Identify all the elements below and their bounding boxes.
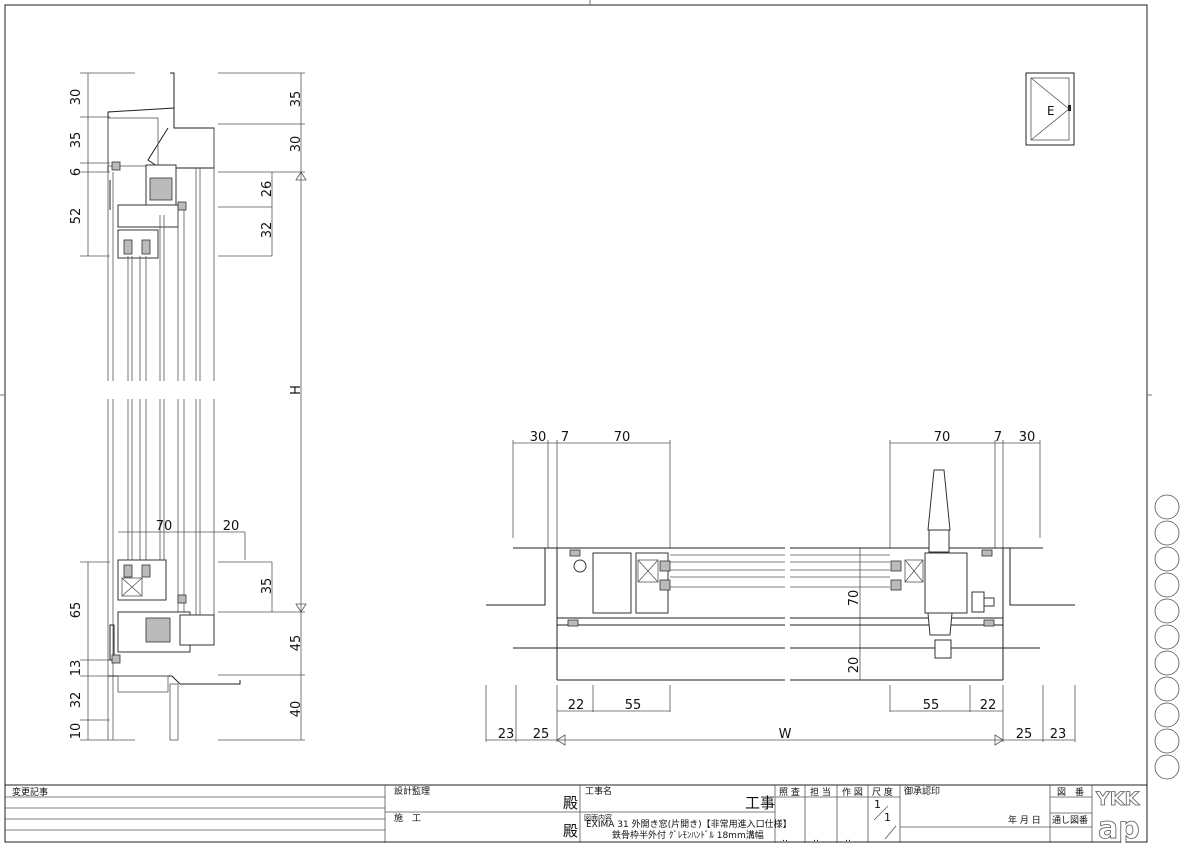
dim-plan-25-left: 25 xyxy=(533,727,550,742)
ykk-ap-logo: YKK ap xyxy=(1095,788,1141,843)
dim-inner-70: 70 xyxy=(156,519,173,534)
check-label: 照 査 xyxy=(779,786,800,798)
vertical-section: 30 35 6 52 65 13 32 10 35 30 26 32 H 35 … xyxy=(69,72,307,741)
dim-plan-70-left: 70 xyxy=(614,430,631,445)
charge-dots: ‥ xyxy=(813,834,819,843)
dim-plan-23-right: 23 xyxy=(1050,727,1067,742)
dim-plan-7-left: 7 xyxy=(561,430,569,445)
key-plan-label: E xyxy=(1047,104,1055,118)
dim-left-30: 30 xyxy=(69,89,84,106)
dim-left-52: 52 xyxy=(69,208,84,225)
svg-text:ap: ap xyxy=(1098,811,1140,843)
dim-plan-25-right: 25 xyxy=(1016,727,1033,742)
dim-left-6: 6 xyxy=(69,168,84,176)
dim-height-h: H xyxy=(289,385,304,395)
dim-plan-22-left: 22 xyxy=(568,698,585,713)
serial-no-label: 通し図番 xyxy=(1052,814,1088,826)
dim-left-65: 65 xyxy=(69,602,84,619)
project-suffix: 工事 xyxy=(745,794,775,812)
charge-label: 担 当 xyxy=(810,786,831,798)
project-name-label: 工事名 xyxy=(585,785,612,797)
horizontal-section: 30 7 70 70 7 30 22 55 55 22 23 25 W 25 2… xyxy=(485,430,1076,746)
dim-plan-20-vertical: 20 xyxy=(847,657,862,674)
dim-plan-30-right: 30 xyxy=(1019,430,1036,445)
dim-plan-23-left: 23 xyxy=(498,727,515,742)
dim-plan-30-left: 30 xyxy=(530,430,547,445)
key-plan-window-icon: E xyxy=(1025,72,1075,146)
dim-plan-70-vertical: 70 xyxy=(847,590,862,607)
date-label: 年 月 日 xyxy=(1008,814,1041,826)
dim-right-40: 40 xyxy=(289,701,304,718)
margin-circles xyxy=(1154,494,1180,780)
dim-right-35b: 35 xyxy=(260,578,275,595)
dim-right-35: 35 xyxy=(289,91,304,108)
drafting-label: 作 図 xyxy=(842,786,863,798)
dim-left-32: 32 xyxy=(69,692,84,709)
revision-label: 変更記事 xyxy=(12,786,48,798)
design-supervision-label: 設計監理 xyxy=(394,785,430,797)
approval-label: 御承認印 xyxy=(904,785,940,797)
scale-numerator: 1 xyxy=(874,798,881,811)
drafting-dots: ‥ xyxy=(845,834,851,843)
drawing-content-line2: 鉄骨枠半外付 ｸﾞﾚﾓﾝﾊﾝﾄﾞﾙ 18mm溝幅 xyxy=(612,829,764,841)
dim-right-45: 45 xyxy=(289,635,304,652)
scale-label: 尺 度 xyxy=(872,786,893,798)
honorific-1: 殿 xyxy=(563,794,578,812)
handle-lever-icon xyxy=(927,469,951,531)
svg-text:YKK: YKK xyxy=(1095,788,1140,810)
drawing-no-label: 図 番 xyxy=(1057,786,1084,798)
dim-plan-70-right: 70 xyxy=(934,430,951,445)
dim-right-30: 30 xyxy=(289,136,304,153)
dim-width-w: W xyxy=(779,727,792,742)
dim-left-13: 13 xyxy=(69,660,84,677)
construction-label: 施 工 xyxy=(394,812,421,824)
dim-plan-55-right: 55 xyxy=(923,698,940,713)
dim-left-10: 10 xyxy=(69,723,84,740)
honorific-2: 殿 xyxy=(563,822,578,840)
drawing-content-label: 図面内容 xyxy=(584,813,612,822)
dim-plan-55-left: 55 xyxy=(625,698,642,713)
drawing-content-line1: EXIMA 31 外開き窓(片開き)【非常用進入口仕様】 xyxy=(586,818,792,830)
check-dots: ‥ xyxy=(782,834,788,843)
dim-plan-7-right: 7 xyxy=(994,430,1002,445)
scale-denominator: 1 xyxy=(884,811,891,824)
dim-left-35: 35 xyxy=(69,132,84,149)
dim-plan-22-right: 22 xyxy=(980,698,997,713)
dim-inner-20: 20 xyxy=(223,519,240,534)
dim-right-32: 32 xyxy=(260,222,275,239)
dim-right-26: 26 xyxy=(260,181,275,198)
title-block: 変更記事 設計監理 施 工 殿 殿 工事名 工事 図面内容 EXIMA 31 外… xyxy=(4,784,1148,843)
